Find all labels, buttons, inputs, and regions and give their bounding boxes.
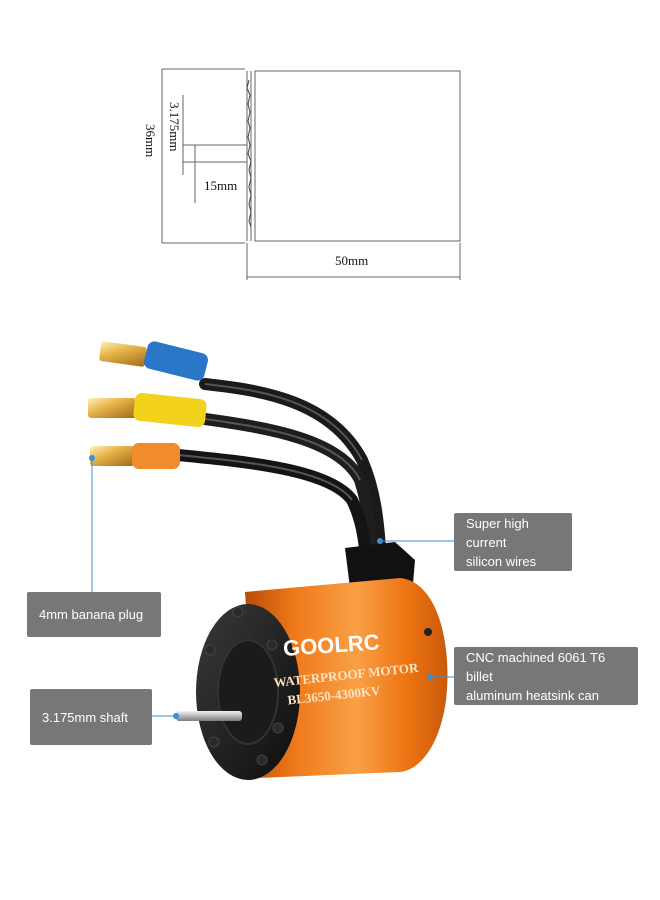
banana-plug-orange <box>90 443 180 469</box>
winding-texture <box>246 79 252 228</box>
motor-wires <box>172 378 386 562</box>
shaft-outline <box>194 144 248 163</box>
motor-body: GOOLRC WATERPROOF MOTOR BL3650-4300KV <box>176 578 448 780</box>
callout-heatsink-can: CNC machined 6061 T6 billet aluminum hea… <box>454 647 638 705</box>
label-motor-length: 50mm <box>335 253 368 268</box>
motor-outline <box>254 70 461 242</box>
label-shaft-diameter: 3.175mm <box>167 102 182 151</box>
label-motor-diameter: 36mm <box>143 124 158 157</box>
label-shaft-length: 15mm <box>204 178 237 193</box>
motor-shaft <box>176 711 242 721</box>
leader-lines <box>89 455 454 719</box>
banana-plug-blue <box>99 341 208 381</box>
banana-plug-yellow <box>88 393 207 427</box>
callout-shaft: 3.175mm shaft <box>30 689 152 745</box>
callout-banana-plug: 4mm banana plug <box>27 592 161 637</box>
callout-silicon-wires: Super high current silicon wires <box>454 513 572 571</box>
dimension-drawing <box>161 68 461 280</box>
